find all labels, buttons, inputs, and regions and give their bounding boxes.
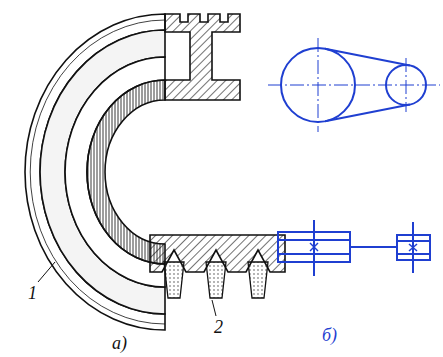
leader-line [212, 300, 216, 316]
pulley-body [25, 14, 165, 330]
view-label: а) [112, 334, 127, 352]
belt-drive-plan-symbol [278, 220, 430, 276]
top-section [165, 14, 240, 100]
belt-drive-symbol [268, 38, 440, 132]
callout-number: 1 [28, 284, 37, 302]
v-belts [164, 262, 268, 298]
view-label: б) [322, 326, 337, 344]
callout-number: 2 [214, 318, 223, 336]
leader-line [38, 262, 55, 282]
